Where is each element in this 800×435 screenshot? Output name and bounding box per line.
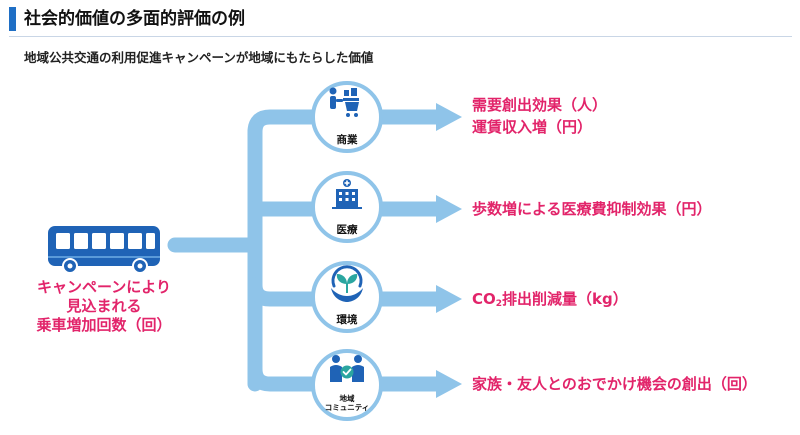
page-subtitle: 地域公共交通の利用促進キャンペーンが地域にもたらした価値 [24,50,374,65]
effect-commerce: 需要創出効果（人） 運賃収入増（円） [472,94,607,138]
community-icon [330,355,364,382]
category-label-environment: 環境 [336,314,358,326]
category-label-medical: 医療 [336,224,358,236]
hospital-icon [332,179,362,209]
category-label-community-line1: 地域 [339,394,355,403]
source-caption-line: キャンペーンにより [37,278,171,296]
page-title: 社会的価値の多面的評価の例 [24,9,245,29]
arrowhead-commerce [436,103,462,131]
co2-suffix: 排出削減量（kg） [502,290,628,308]
title-bar: 社会的価値の多面的評価の例 [0,0,800,38]
co2-subscript: 2 [495,299,503,309]
connector-branch-environment [247,277,448,307]
effect-commerce-line: 需要創出効果（人） [472,96,608,114]
effect-environment: CO2排出削減量（kg） [472,288,628,315]
category-label-community: 地域 コミュニティ [312,394,382,412]
connector-lines [167,109,448,392]
arrowhead-community [436,370,462,398]
connector-branch-community [247,361,448,392]
arrowhead-medical [436,195,462,223]
effect-commerce-line: 運賃収入増（円） [472,118,593,136]
title-divider [9,36,792,37]
plant-icon [331,265,363,302]
co2-prefix: CO [472,290,496,308]
bus-icon [48,226,160,274]
shopping-cart-icon [329,87,359,117]
category-label-commerce: 商業 [336,134,358,146]
source-caption-line: 見込まれる [66,297,142,315]
category-label-community-line2: コミュニティ [324,403,370,412]
source-caption-line: 乗車増加回数（回） [36,316,172,334]
arrowhead-environment [436,285,462,313]
effect-medical: 歩数増による医療費抑制効果（円） [472,200,712,218]
arrowheads [436,103,462,398]
connector-branch-commerce [247,109,448,140]
source-caption: キャンペーンにより 見込まれる 乗車増加回数（回） [10,278,198,335]
title-accent-bar [9,7,16,31]
effect-community: 家族・友人とのおでかけ機会の創出（回） [472,375,757,393]
